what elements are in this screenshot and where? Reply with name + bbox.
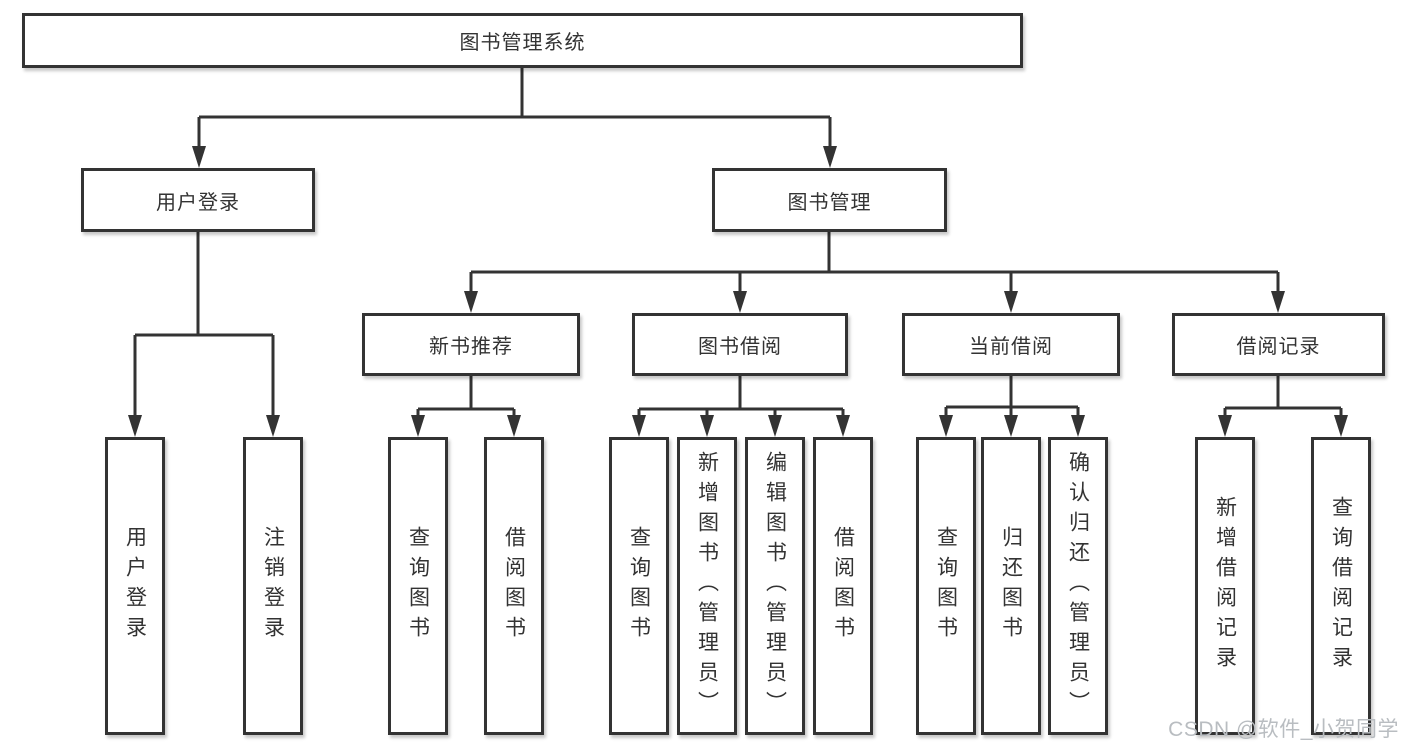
leaf-edit-book-admin: 编辑图书（管理员） [745,437,805,735]
node-borrow-records: 借阅记录 [1172,313,1385,376]
node-label: 新书推荐 [429,336,513,358]
leaf-confirm-return-admin: 确认归还（管理员） [1048,437,1108,735]
leaf-add-borrow-record: 新增借阅记录 [1195,437,1255,735]
node-label: 当前借阅 [969,336,1053,358]
node-label: 图书管理 [787,191,872,214]
leaf-add-book-admin: 新增图书（管理员） [677,437,737,735]
node-label: 借阅记录 [1236,336,1321,358]
leaf-logout-login: 注销登录 [243,437,303,735]
node-new-book-recommend: 新书推荐 [362,313,580,376]
csdn-watermark: CSDN @软件_小贺同学 [1168,718,1399,741]
node-user-login: 用户登录 [81,168,315,232]
leaf-query-book-current: 查询图书 [916,437,976,735]
arrowheads [128,146,1348,437]
leaf-return-book: 归还图书 [981,437,1041,735]
leaf-query-book-recommend: 查询图书 [388,437,448,735]
node-book-management: 图书管理 [712,168,947,232]
node-book-borrow: 图书借阅 [632,313,848,376]
node-label: 用户登录 [156,191,240,214]
node-label: 图书借阅 [698,336,782,358]
node-current-borrow: 当前借阅 [902,313,1120,376]
leaf-user-login: 用户登录 [105,437,165,735]
node-label: 图书管理系统 [459,32,586,54]
leaf-query-book-borrow: 查询图书 [609,437,669,735]
leaf-borrow-book: 借阅图书 [813,437,873,735]
node-library-system-root: 图书管理系统 [22,13,1023,68]
leaf-borrow-book-recommend: 借阅图书 [484,437,544,735]
leaf-query-borrow-record: 查询借阅记录 [1311,437,1371,735]
